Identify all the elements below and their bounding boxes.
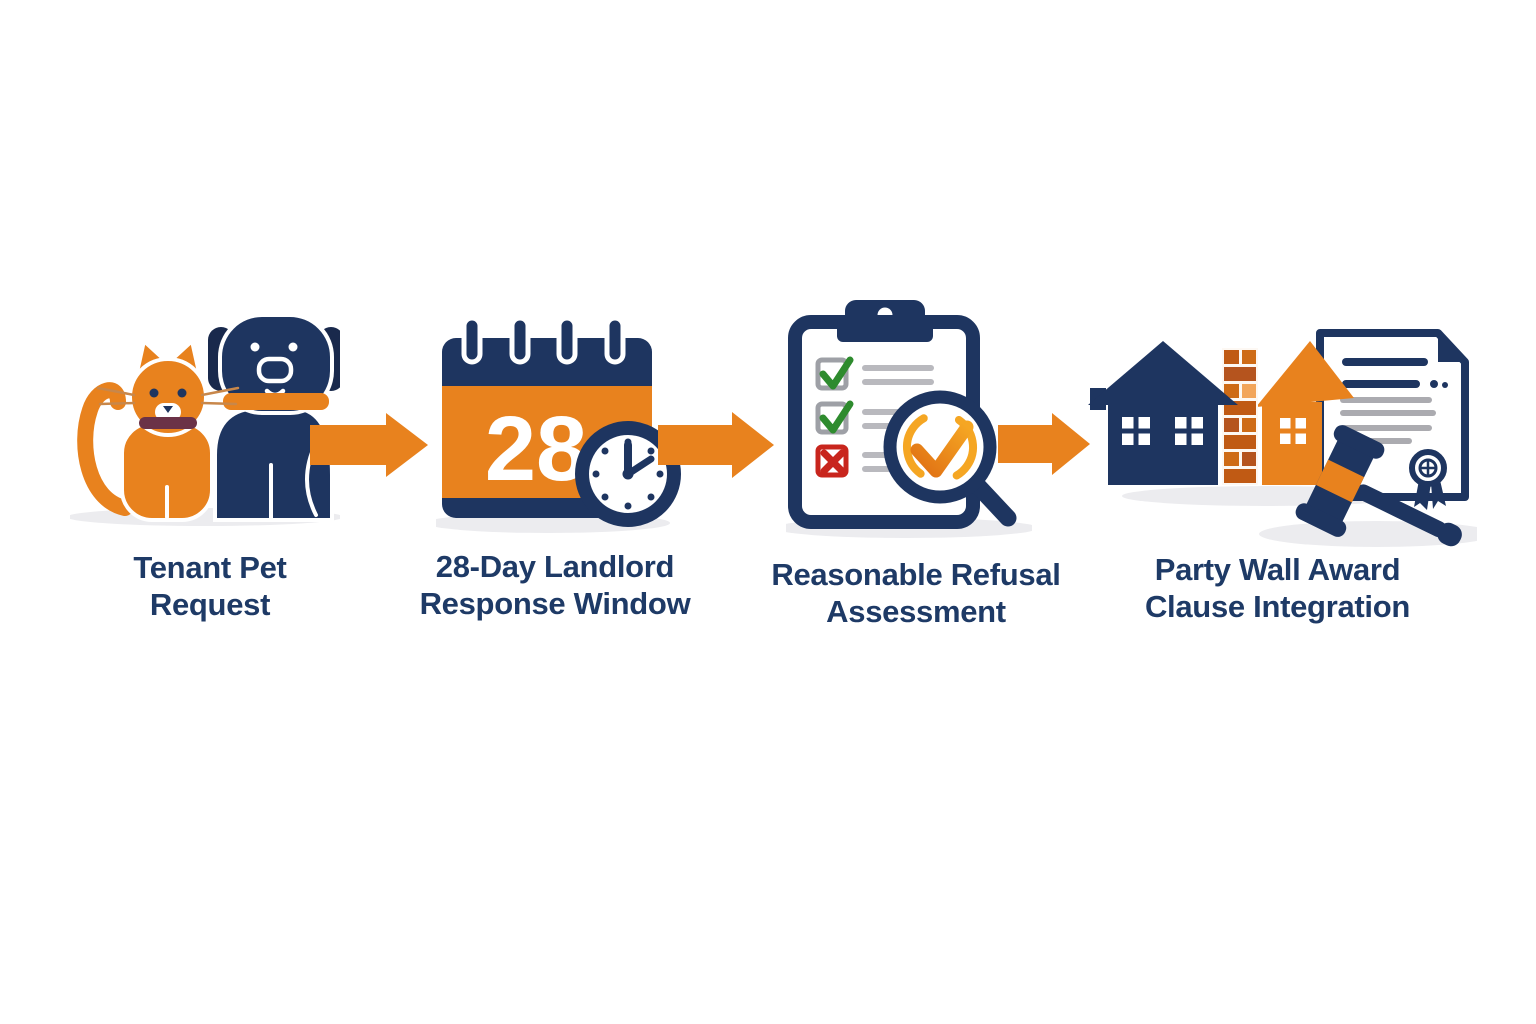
checkbox-crossed-icon <box>815 444 849 478</box>
gavel-handle <box>1355 484 1447 538</box>
doc-line <box>1342 380 1420 388</box>
clipboard-magnifier-group <box>786 300 1032 538</box>
cat-nose <box>163 406 173 413</box>
gavel-band <box>1315 459 1365 503</box>
calendar-ring <box>461 315 483 365</box>
doc-line <box>1340 410 1436 416</box>
calendar-clock-group: 28 <box>436 315 681 533</box>
dog-eye <box>288 342 298 352</box>
seal-ribbon-icon <box>1409 449 1447 510</box>
checklist-line <box>862 365 934 371</box>
house-navy-icon <box>1088 341 1238 485</box>
step-label-line: 28-Day Landlord <box>435 549 675 584</box>
folded-corner <box>1438 333 1465 362</box>
checklist-line <box>862 379 934 385</box>
magnifier-handle <box>969 477 1017 527</box>
magnifier-check-icon <box>883 390 1017 527</box>
party-wall-group <box>1088 329 1477 547</box>
step-label-line: Tenant Pet <box>133 550 287 585</box>
doc-line <box>1340 425 1432 431</box>
checkbox-checked-icon <box>815 356 854 391</box>
brick-wall-icon <box>1222 348 1258 485</box>
cat-eye <box>149 388 159 398</box>
step-label: Tenant Pet Request <box>75 549 345 623</box>
orange-check <box>910 420 974 478</box>
step-label-line: Clause Integration <box>1144 589 1411 624</box>
step-label-line: Response Window <box>419 586 691 621</box>
step-label-line: Assessment <box>826 594 1006 629</box>
cat-icon <box>77 337 240 522</box>
cat-collar <box>139 417 197 429</box>
gavel-icon <box>1295 425 1462 547</box>
cat-whiskers <box>96 386 240 406</box>
calendar-ring <box>604 315 626 365</box>
clipboard-clip <box>837 318 933 342</box>
step-label-line: Reasonable Refusal <box>771 557 1061 592</box>
checkbox-checked-icon <box>815 400 854 435</box>
dog-eye <box>250 342 260 352</box>
step-label-line: Request <box>149 587 271 622</box>
step-label: Reasonable Refusal Assessment <box>760 556 1072 630</box>
dog-nose <box>256 356 294 384</box>
doc-line <box>1340 397 1432 403</box>
calendar-day-number: 28 <box>485 398 587 500</box>
arrow-right-icon <box>998 413 1090 475</box>
house-orange-icon <box>1256 341 1354 485</box>
calendar-ring <box>509 315 531 365</box>
calendar-ring <box>556 315 578 365</box>
clock-icon <box>575 421 681 527</box>
dashed-ring <box>903 410 977 484</box>
step-label-line: Party Wall Award <box>1154 552 1401 587</box>
doc-line <box>1342 358 1428 366</box>
cat-eye <box>177 388 187 398</box>
dog-collar <box>223 393 329 410</box>
cat-tail <box>77 382 133 516</box>
pets-icon-group <box>70 313 340 526</box>
step-label: 28-Day Landlord Response Window <box>400 548 710 622</box>
dog-icon <box>208 313 340 522</box>
arrow-right-icon <box>658 412 774 478</box>
arrow-right-icon <box>310 413 428 477</box>
step-label: Party Wall Award Clause Integration <box>1105 551 1450 625</box>
